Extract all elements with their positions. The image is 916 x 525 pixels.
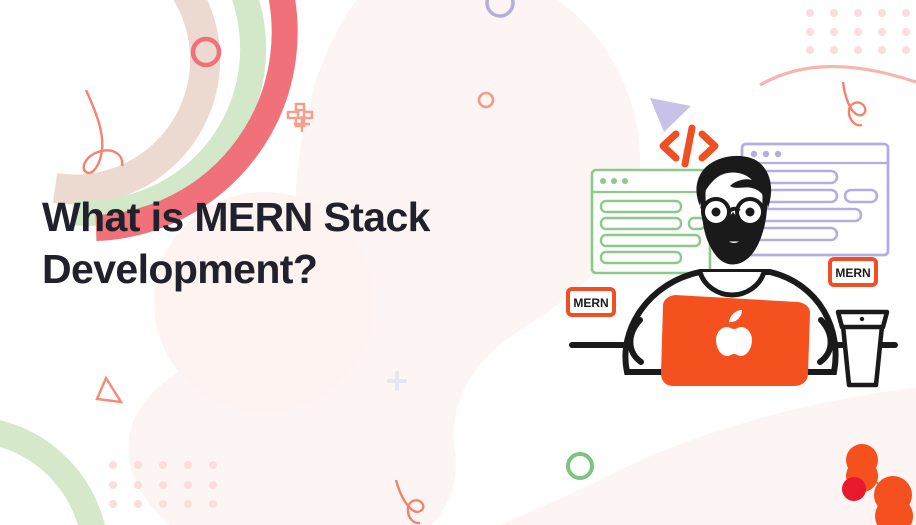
page-title: What is MERN Stack Development? [42,194,430,292]
eye-left [711,207,721,217]
green-window-code-lines [599,199,707,265]
arc-green-bottom-left [0,420,105,525]
dot-grid-top-right [806,9,910,54]
green-window-dots [600,178,628,184]
green-code-window [590,168,712,275]
arc-green [70,0,267,226]
wave-line-top-right [759,64,916,87]
triangle-coral-outline [95,375,124,404]
arc-beige [52,0,221,205]
squiggle-coral-top-right [841,81,867,127]
character-nose [729,217,737,234]
coffee-cup-icon [835,309,890,388]
character-smile [721,238,747,246]
laptop [661,295,810,386]
molecule-logo [842,444,914,525]
molecule-logo-red-dot [842,477,866,501]
mern-badge-right-label: MERN [835,266,870,280]
mern-badge-left: MERN [566,287,616,317]
squiggle-coral-top-left [82,89,124,175]
glasses-icon [700,197,768,227]
eye-right [745,207,755,217]
dot-grid-bottom-left [109,461,217,508]
squiggle-coral-bottom [394,479,425,525]
triangle-purple-icon [650,98,691,132]
mern-badge-right: MERN [828,257,878,287]
plus-coral-simple-icon [294,116,310,132]
circle-purple-outline [485,0,515,18]
circle-coral-outline [190,36,222,68]
apple-logo-icon [716,310,752,356]
character-arm-left [627,317,644,365]
arc-pink [95,0,298,241]
code-symbol-icon [659,124,719,168]
purple-window-dots [750,150,782,158]
plus-gray-icon [387,371,407,391]
circle-coral-small [477,91,495,109]
character-hair [696,155,772,208]
character-collar [697,271,767,298]
character-arm-right [817,317,834,365]
blob-pink-bottom [500,388,916,525]
circle-green-outline [566,452,594,480]
blob-pink-circle [154,192,374,412]
mern-badge-left-label: MERN [573,296,608,310]
